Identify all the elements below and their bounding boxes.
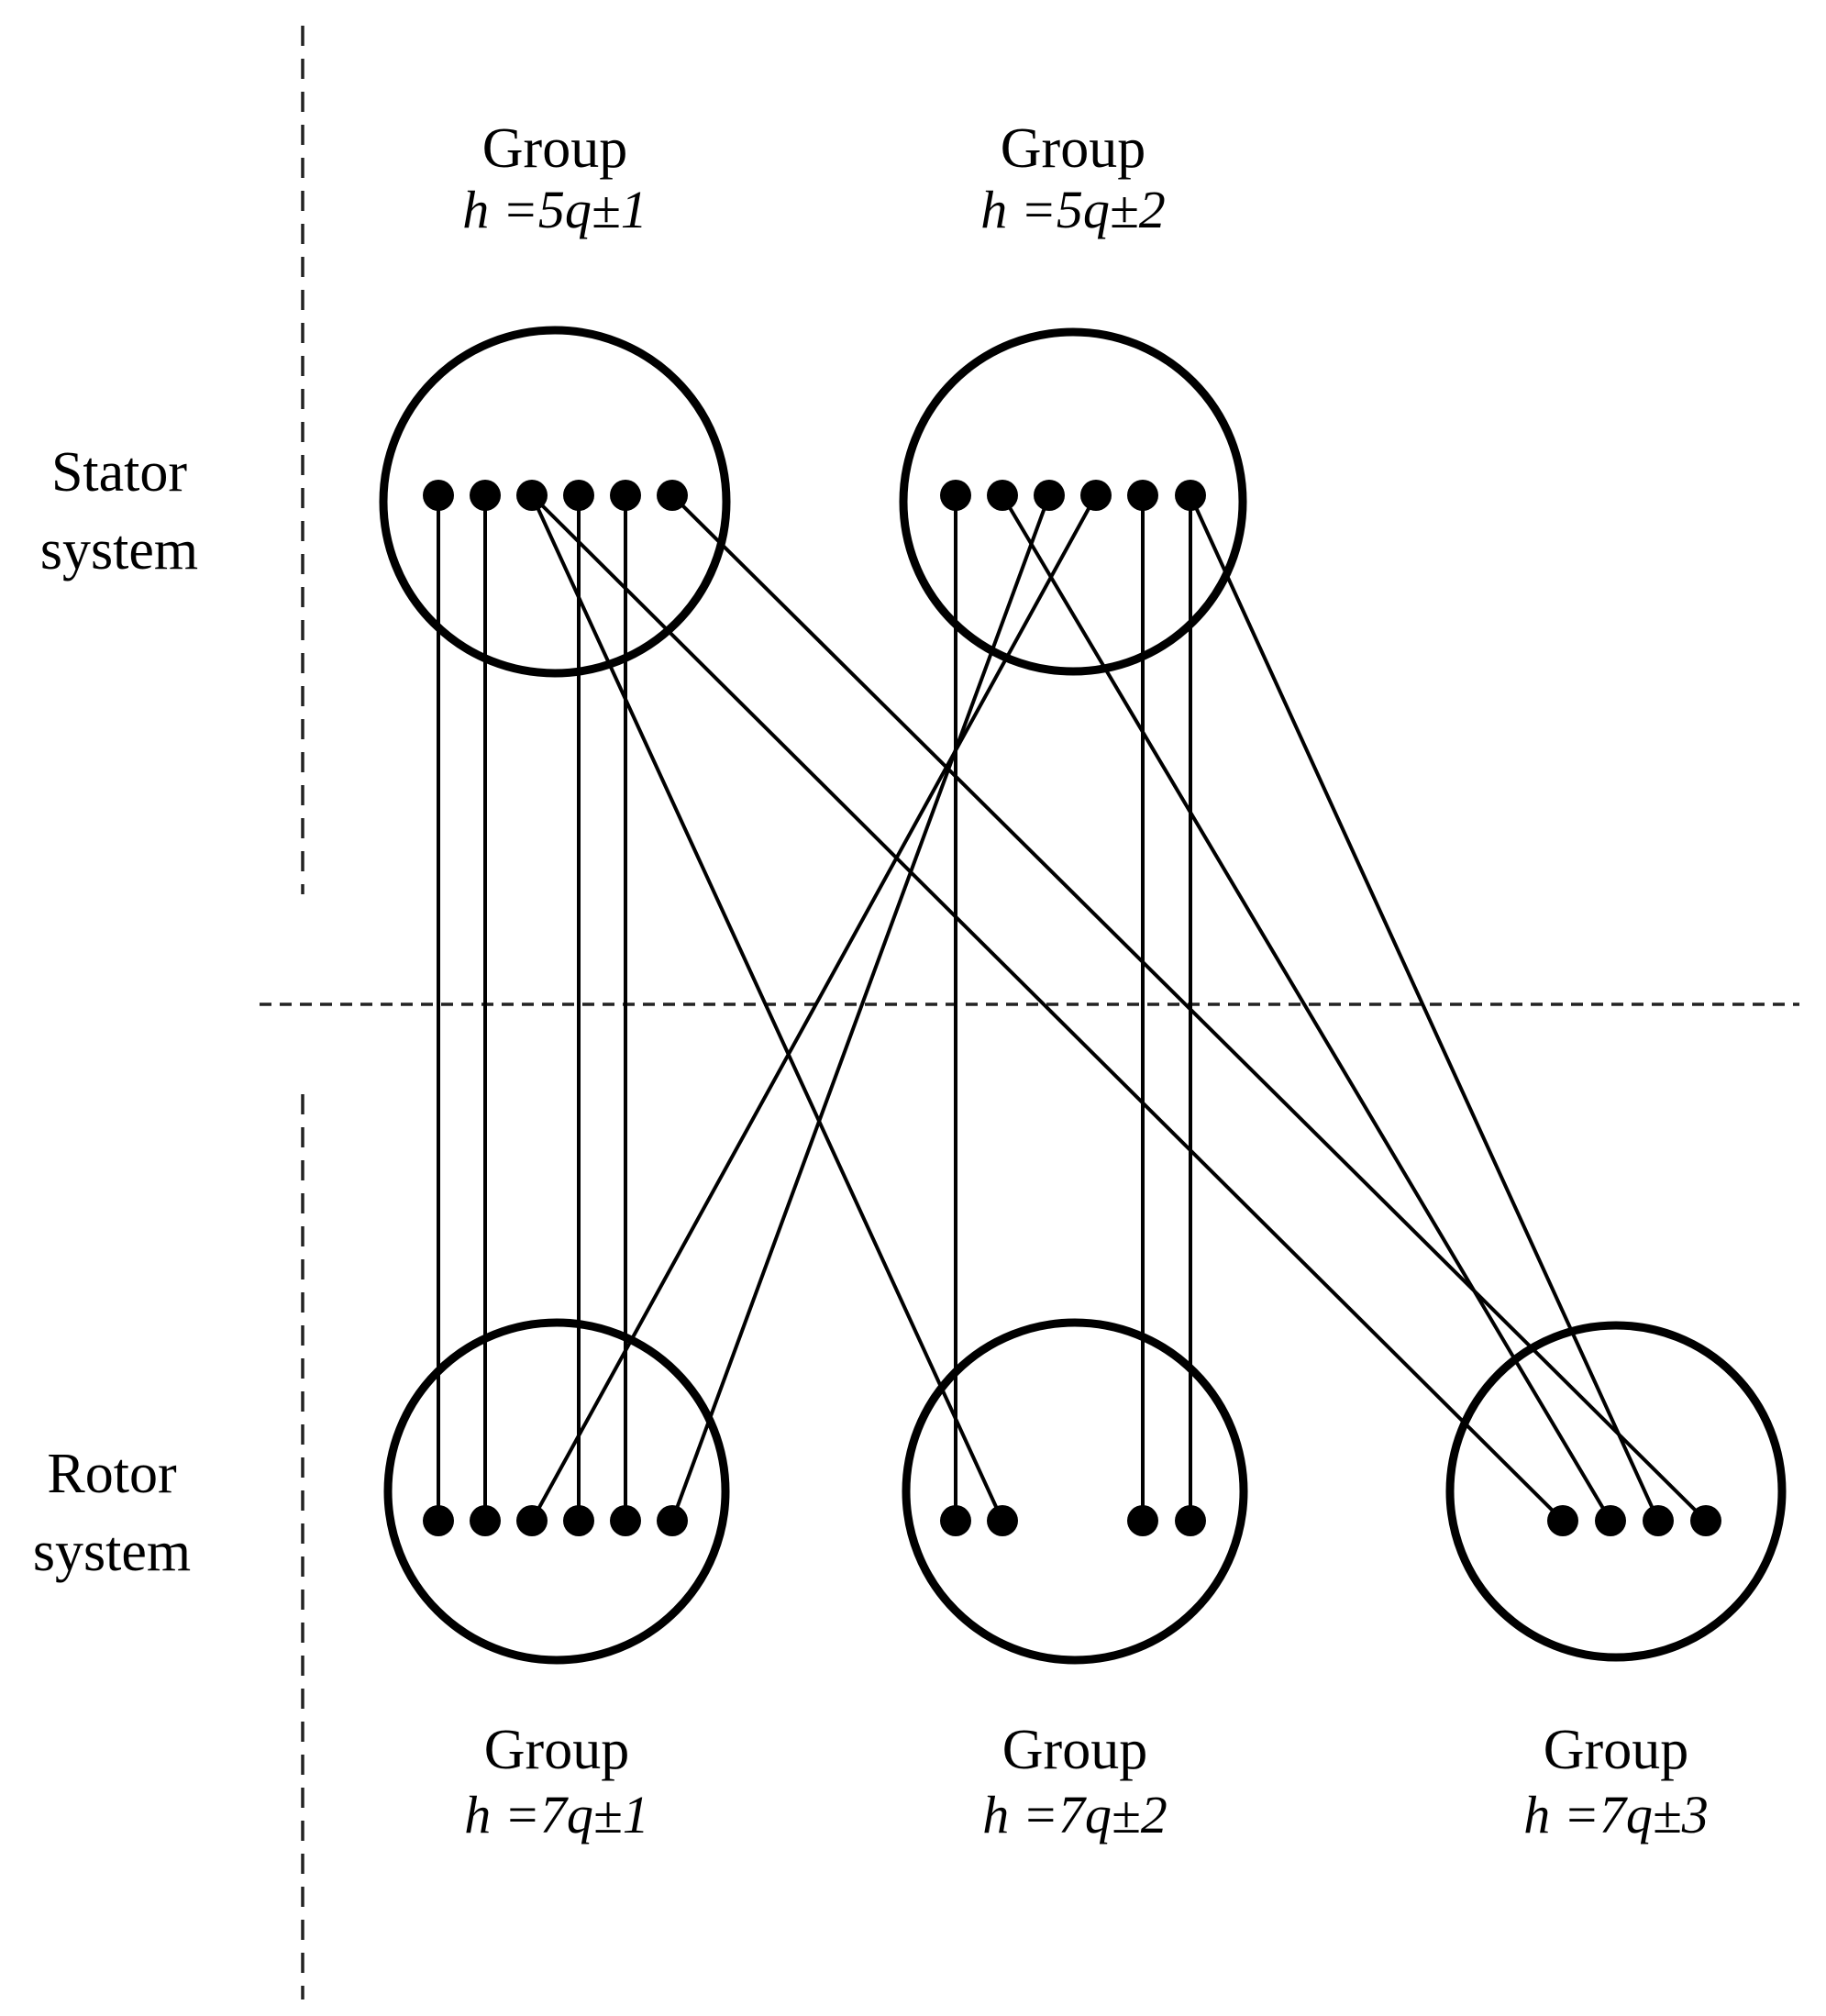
harmonic-dot-T3 (1034, 480, 1065, 511)
harmonic-dot-U3 (1127, 1505, 1158, 1536)
harmonic-dot-U2 (987, 1505, 1018, 1536)
stator-group2-title: Group (1001, 117, 1145, 180)
harmonic-dot-S2 (470, 480, 501, 511)
rotor-group3-label: Group h =7q±3 (1523, 1719, 1708, 1844)
stator-group-circle-S (379, 326, 731, 678)
rotor-group-circle-U (902, 1318, 1248, 1665)
harmonic-dot-S4 (563, 480, 594, 511)
stator-group1-title: Group (482, 117, 627, 180)
connection-line-T6-V3 (1189, 494, 1660, 1522)
stator-group-circle-T (899, 327, 1247, 676)
harmonic-dot-S5 (610, 480, 641, 511)
group-circles-layer (379, 326, 1787, 1665)
harmonic-dot-R4 (563, 1505, 594, 1536)
rotor-system-label: Rotor system (33, 1443, 191, 1583)
stator-label-line1: Stator (51, 441, 187, 504)
stator-system-label: Stator system (40, 441, 198, 582)
stator-group1-label: Group h =5q±1 (462, 117, 647, 239)
harmonic-dot-S3 (516, 480, 548, 511)
harmonic-dot-V1 (1547, 1505, 1578, 1536)
rotor-group-circle-V (1445, 1321, 1787, 1662)
rotor-group2-title: Group (1002, 1719, 1147, 1781)
connection-line-T4-R3 (530, 494, 1098, 1522)
stator-group1-formula: h =5q±1 (462, 180, 647, 239)
rotor-group3-formula: h =7q±3 (1523, 1785, 1708, 1844)
rotor-label-line1: Rotor (47, 1443, 177, 1505)
harmonic-dot-T5 (1127, 480, 1158, 511)
harmonic-dot-V4 (1690, 1505, 1721, 1536)
connection-line-T3-R6 (670, 494, 1051, 1522)
harmonic-dot-S6 (657, 480, 688, 511)
harmonic-dot-V2 (1595, 1505, 1626, 1536)
harmonic-dot-R1 (423, 1505, 454, 1536)
harmonic-dot-R5 (610, 1505, 641, 1536)
rotor-group1-title: Group (484, 1719, 629, 1781)
rotor-group3-title: Group (1544, 1719, 1688, 1781)
harmonic-dot-V3 (1643, 1505, 1674, 1536)
connection-lines-layer (437, 493, 1708, 1523)
harmonic-dot-T2 (987, 480, 1018, 511)
harmonic-dot-S1 (423, 480, 454, 511)
rotor-group2-label: Group h =7q±2 (982, 1719, 1167, 1844)
connection-line-S3-U2 (530, 494, 1004, 1522)
rotor-label-line2: system (33, 1521, 191, 1583)
harmonic-dot-T4 (1080, 480, 1112, 511)
rotor-group1-label: Group h =7q±1 (464, 1719, 648, 1844)
rotor-group1-formula: h =7q±1 (464, 1785, 648, 1844)
connection-line-S3-V1 (530, 493, 1565, 1523)
connection-line-T2-V2 (1001, 493, 1612, 1523)
stator-label-line2: system (40, 519, 198, 582)
harmonic-dot-R2 (470, 1505, 501, 1536)
harmonic-dots-layer (423, 480, 1721, 1536)
harmonic-dot-R3 (516, 1505, 548, 1536)
harmonic-dot-U1 (940, 1505, 971, 1536)
rotor-group2-formula: h =7q±2 (982, 1785, 1167, 1844)
harmonic-dot-T1 (940, 480, 971, 511)
harmonic-dot-T6 (1175, 480, 1206, 511)
rotor-group-circle-R (383, 1318, 730, 1665)
harmonic-dot-U4 (1175, 1505, 1206, 1536)
stator-group2-formula: h =5q±2 (980, 180, 1165, 239)
harmonic-dot-R6 (657, 1505, 688, 1536)
stator-group2-label: Group h =5q±2 (980, 117, 1165, 239)
